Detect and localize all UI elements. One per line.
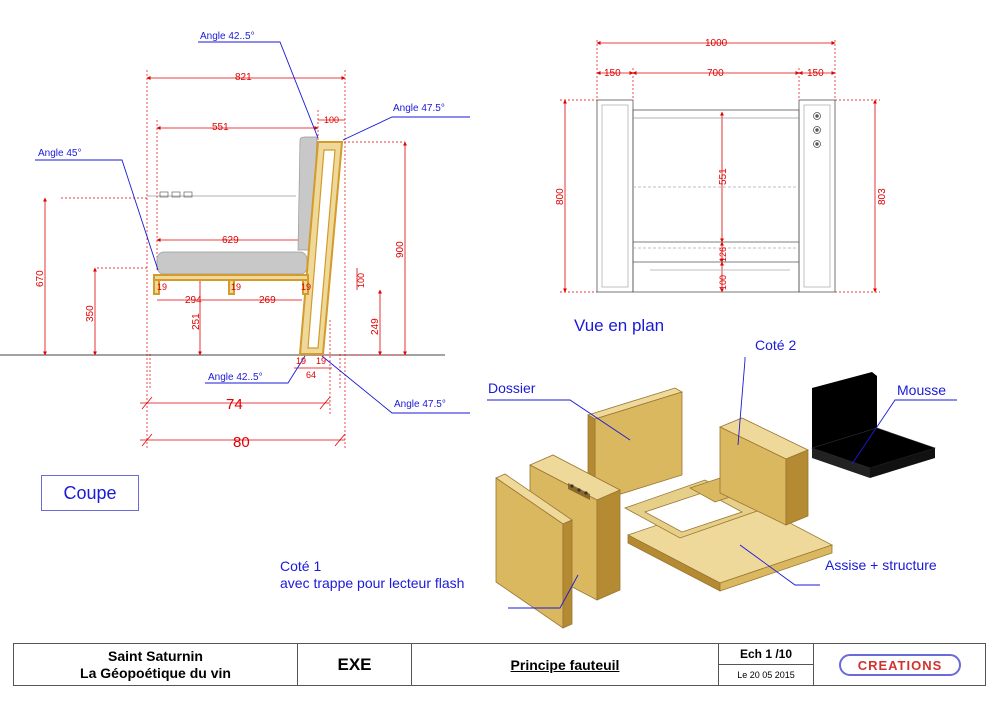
part-loose-panel: [495, 473, 573, 629]
dimension-lines: [43, 76, 407, 447]
label-angle-top: Angle 42..5°: [200, 31, 255, 42]
plan-chair-outline: [596, 99, 836, 293]
dim-plan-800: 800: [555, 188, 566, 205]
section-view: [0, 41, 470, 450]
dim-19-a: 19: [157, 282, 167, 292]
extension-lines: [60, 70, 405, 450]
phase-code: EXE: [337, 654, 372, 674]
plan-view-title: Vue en plan: [574, 316, 664, 335]
title-block-date: Le 20 05 2015: [718, 664, 814, 686]
dim-251: 251: [191, 313, 202, 330]
dim-269: 269: [259, 295, 276, 306]
dim-plan-126: 126: [718, 247, 728, 262]
dim-19-b: 19: [231, 282, 241, 292]
dim-294: 294: [185, 295, 202, 306]
scale-text: Ech 1 /10: [739, 647, 793, 661]
title-block-client: Saint Saturnin La Géopoétique du vin: [13, 643, 298, 686]
part-side-2: [719, 417, 809, 526]
plan-dimension-lines: [563, 41, 877, 293]
exploded-leader-lines: [487, 357, 957, 609]
label-angle-45: Angle 45°: [38, 148, 81, 159]
dim-100-side: 100: [356, 273, 366, 288]
dim-plan-150-left: 150: [604, 68, 621, 79]
dim-900: 900: [395, 241, 406, 258]
drawing-title: Principe fauteuil: [510, 656, 620, 673]
section-view-title: Coupe: [41, 475, 139, 511]
logo-text: CREATIONS: [857, 658, 942, 673]
section-leader-lines: [35, 41, 470, 414]
title-block-phase: EXE: [297, 643, 412, 686]
dim-plan-150-right: 150: [807, 68, 824, 79]
dim-plan-1000: 1000: [705, 38, 728, 49]
label-assise: Assise + structure: [825, 557, 937, 573]
dim-plan-100: 100: [718, 275, 728, 290]
title-block-logo: CREATIONS: [813, 643, 986, 686]
part-backrest: [587, 387, 683, 503]
dim-plan-551: 551: [718, 168, 729, 185]
label-mousse: Mousse: [897, 382, 946, 398]
dim-74: 74: [226, 396, 243, 413]
dim-670: 670: [35, 270, 46, 287]
dim-19-e: 19: [316, 356, 326, 366]
dim-19-d: 19: [296, 356, 306, 366]
label-cote-1-detail: avec trappe pour lecteur flash: [280, 575, 464, 591]
logo: CREATIONS: [838, 653, 961, 676]
label-angle-bottom-right: Angle 47.5°: [394, 399, 446, 410]
dim-821: 821: [235, 72, 252, 83]
part-foam: [811, 372, 936, 478]
dim-19-c: 19: [301, 282, 311, 292]
project-name: La Géopoétique du vin: [80, 664, 231, 681]
date-text: Le 20 05 2015: [737, 670, 795, 680]
dim-350: 350: [85, 305, 96, 322]
label-dossier: Dossier: [488, 380, 536, 396]
dim-629: 629: [222, 235, 239, 246]
dim-551: 551: [212, 122, 229, 133]
dim-64: 64: [306, 370, 316, 380]
dim-plan-700: 700: [707, 68, 724, 79]
label-cote-2: Coté 2: [755, 337, 796, 353]
label-angle-right-top: Angle 47.5°: [393, 103, 445, 114]
label-angle-bottom-left: Angle 42..5°: [208, 372, 263, 383]
title-block-drawing-title: Principe fauteuil: [411, 643, 719, 686]
exploded-view: [487, 357, 957, 629]
label-cote-1: Coté 1: [280, 558, 321, 574]
plan-view: [560, 40, 880, 293]
dim-80: 80: [233, 434, 250, 451]
dim-plan-803: 803: [877, 188, 888, 205]
dim-100-top: 100: [324, 115, 339, 125]
client-name: Saint Saturnin: [108, 647, 203, 664]
dim-249: 249: [370, 318, 381, 335]
chair-section: [147, 136, 344, 355]
title-block-scale: Ech 1 /10: [718, 643, 814, 665]
